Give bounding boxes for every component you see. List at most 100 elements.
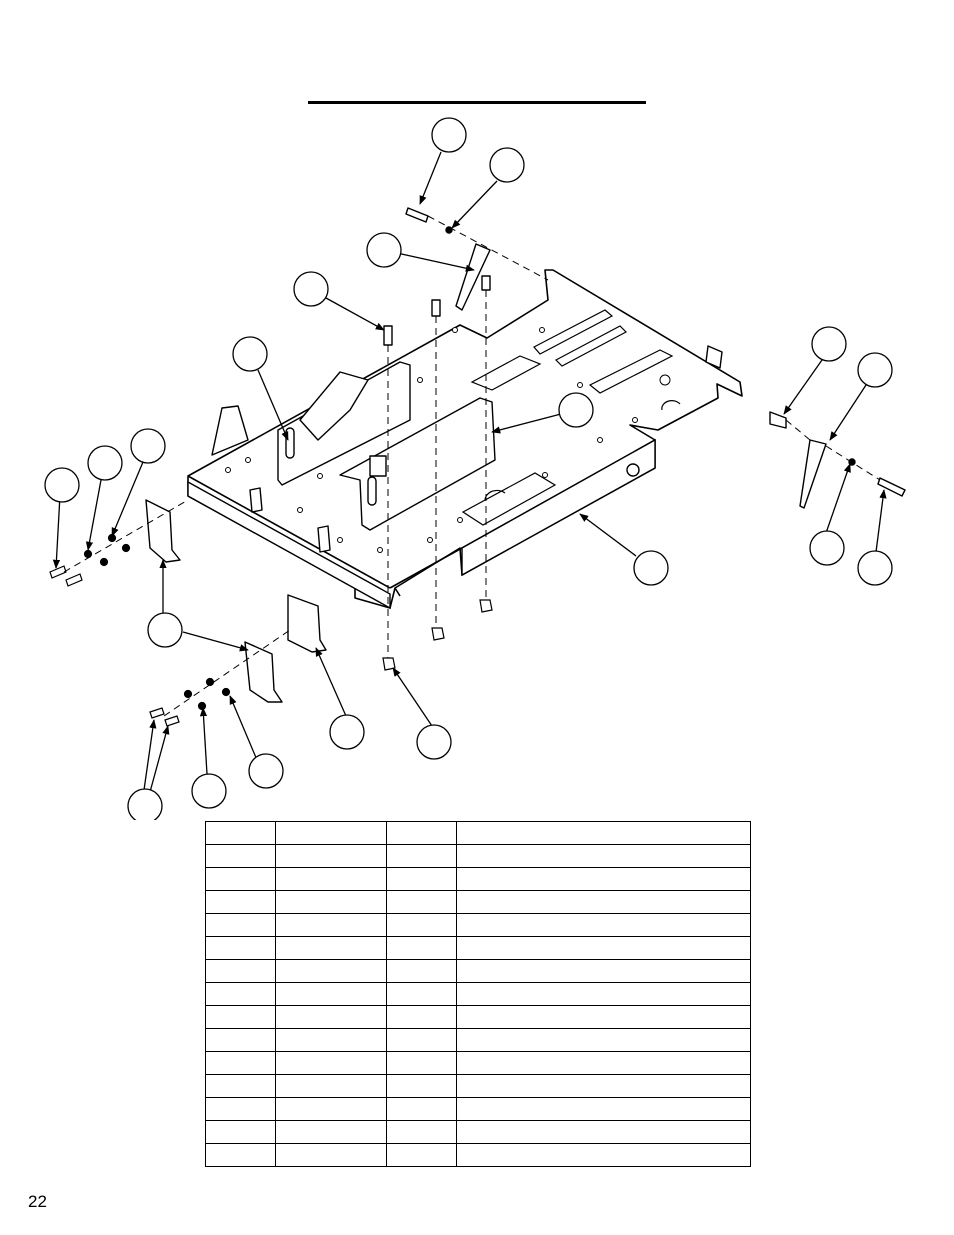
- callout-balloon: [44, 467, 80, 503]
- table-cell: [386, 959, 457, 983]
- callout-balloon: [232, 336, 268, 372]
- table-row: [205, 821, 751, 845]
- callout-balloon: [329, 714, 365, 750]
- table-cell: [456, 982, 751, 1006]
- table-cell: [205, 867, 276, 891]
- table-cell: [386, 1120, 457, 1144]
- table-cell: [386, 867, 457, 891]
- table-cell: [275, 844, 387, 868]
- table-row: [205, 1005, 751, 1029]
- table-cell: [456, 1143, 751, 1167]
- callout-balloon: [248, 753, 284, 789]
- callout-balloon: [489, 147, 525, 183]
- table-cell: [275, 936, 387, 960]
- table-cell: [275, 1074, 387, 1098]
- table-cell: [205, 1143, 276, 1167]
- table-cell: [386, 890, 457, 914]
- table-row: [205, 890, 751, 914]
- table-cell: [456, 1097, 751, 1121]
- frame-details: [461, 309, 681, 526]
- table-cell: [205, 1074, 276, 1098]
- table-cell: [386, 1005, 457, 1029]
- page-number: 22: [28, 1192, 47, 1211]
- callout-balloon: [857, 352, 893, 388]
- table-row: [205, 1051, 751, 1075]
- table-cell: [205, 1051, 276, 1075]
- table-cell: [275, 959, 387, 983]
- callout-balloon: [147, 612, 183, 648]
- callout-balloons: [44, 117, 893, 820]
- table-cell: [456, 1051, 751, 1075]
- table-row: [205, 1120, 751, 1144]
- table-row: [205, 1097, 751, 1121]
- table-cell: [386, 1051, 457, 1075]
- table-cell: [456, 844, 751, 868]
- table-cell: [456, 913, 751, 937]
- table-cell: [456, 867, 751, 891]
- table-cell: [386, 982, 457, 1006]
- table-cell: [205, 890, 276, 914]
- table-cell: [275, 1120, 387, 1144]
- callout-balloon: [558, 392, 594, 428]
- table-cell: [456, 1028, 751, 1052]
- table-row: [205, 1074, 751, 1098]
- table-cell: [205, 913, 276, 937]
- table-cell: [205, 1028, 276, 1052]
- table-cell: [275, 1143, 387, 1167]
- table-cell: [386, 821, 457, 845]
- callout-balloon: [431, 117, 467, 153]
- seat-brackets: [211, 361, 496, 553]
- top-pin-assembly: [383, 207, 491, 346]
- table-cell: [386, 844, 457, 868]
- table-cell: [205, 1005, 276, 1029]
- callout-balloon: [127, 788, 163, 820]
- table-row: [205, 982, 751, 1006]
- table-cell: [275, 1005, 387, 1029]
- assembly-lines: [63, 215, 881, 717]
- callout-balloon: [87, 445, 123, 481]
- callout-balloon: [633, 550, 669, 586]
- callout-leaders: [52, 151, 887, 793]
- parts-table-body: [205, 821, 751, 1167]
- table-row: [205, 936, 751, 960]
- table-cell: [275, 1028, 387, 1052]
- table-cell: [456, 1005, 751, 1029]
- table-cell: [205, 821, 276, 845]
- table-row: [205, 844, 751, 868]
- table-row: [205, 867, 751, 891]
- parts-table: [205, 821, 751, 1167]
- hardware: [49, 533, 493, 727]
- table-cell: [386, 1074, 457, 1098]
- table-cell: [456, 1120, 751, 1144]
- callout-balloon: [130, 428, 166, 464]
- table-row: [205, 913, 751, 937]
- title-underline: [308, 101, 646, 104]
- table-cell: [205, 936, 276, 960]
- table-row: [205, 959, 751, 983]
- table-cell: [205, 844, 276, 868]
- table-cell: [456, 890, 751, 914]
- table-cell: [386, 1028, 457, 1052]
- table-cell: [275, 867, 387, 891]
- callout-balloon: [416, 724, 452, 760]
- table-cell: [275, 821, 387, 845]
- table-cell: [205, 982, 276, 1006]
- callout-balloon: [811, 326, 847, 362]
- left-brackets: [145, 499, 327, 703]
- table-cell: [456, 936, 751, 960]
- table-cell: [386, 1097, 457, 1121]
- front-rail: [187, 438, 656, 610]
- exploded-parts-diagram: [44, 117, 906, 820]
- table-row: [205, 1028, 751, 1052]
- table-cell: [386, 936, 457, 960]
- table-cell: [456, 1074, 751, 1098]
- callout-balloon: [293, 271, 329, 307]
- table-cell: [275, 890, 387, 914]
- table-cell: [205, 1097, 276, 1121]
- callout-balloon: [857, 550, 893, 586]
- table-cell: [275, 1051, 387, 1075]
- table-cell: [456, 959, 751, 983]
- table-cell: [275, 913, 387, 937]
- callout-balloon: [809, 530, 845, 566]
- callout-balloon: [366, 232, 402, 268]
